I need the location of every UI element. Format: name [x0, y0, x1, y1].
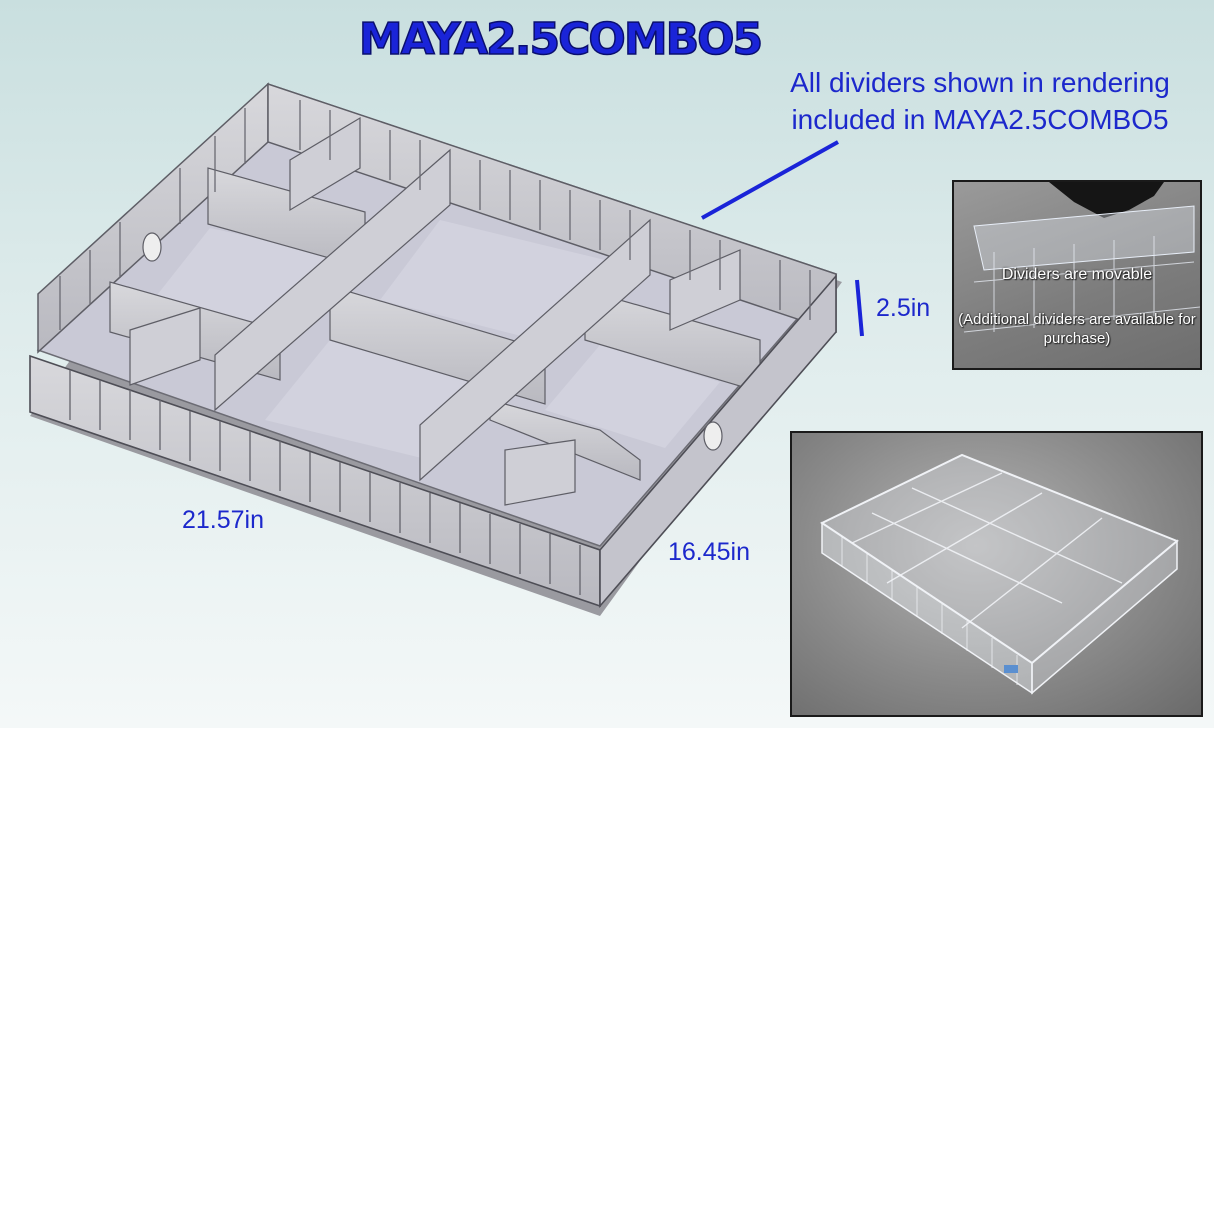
height-marker-line	[855, 279, 864, 337]
dividers-note: All dividers shown in rendering included…	[790, 67, 1170, 135]
note-pointer-line	[701, 140, 839, 220]
height-dimension: 2.5in	[876, 294, 931, 322]
width-dimension: 21.57in	[182, 506, 265, 534]
product-panel: MAYA2.5COMBO5 All dividers shown in rend…	[0, 0, 1214, 728]
product-title: MAYA2.5COMBO5	[358, 13, 764, 66]
divider-photo: Dividers are movable (Additional divider…	[952, 180, 1202, 370]
photo-caption-movable: Dividers are movable	[1001, 266, 1153, 283]
photo-caption-additional: (Additional dividers are available for p…	[958, 311, 1196, 347]
tray-photo	[790, 431, 1203, 717]
handle-hole-right	[703, 421, 723, 451]
tray-rendering	[29, 82, 864, 616]
depth-dimension: 16.45in	[668, 538, 751, 566]
divider-photo-drawing	[963, 182, 1200, 333]
handle-hole-left	[142, 232, 162, 262]
tray-photo-drawing	[819, 453, 1179, 695]
